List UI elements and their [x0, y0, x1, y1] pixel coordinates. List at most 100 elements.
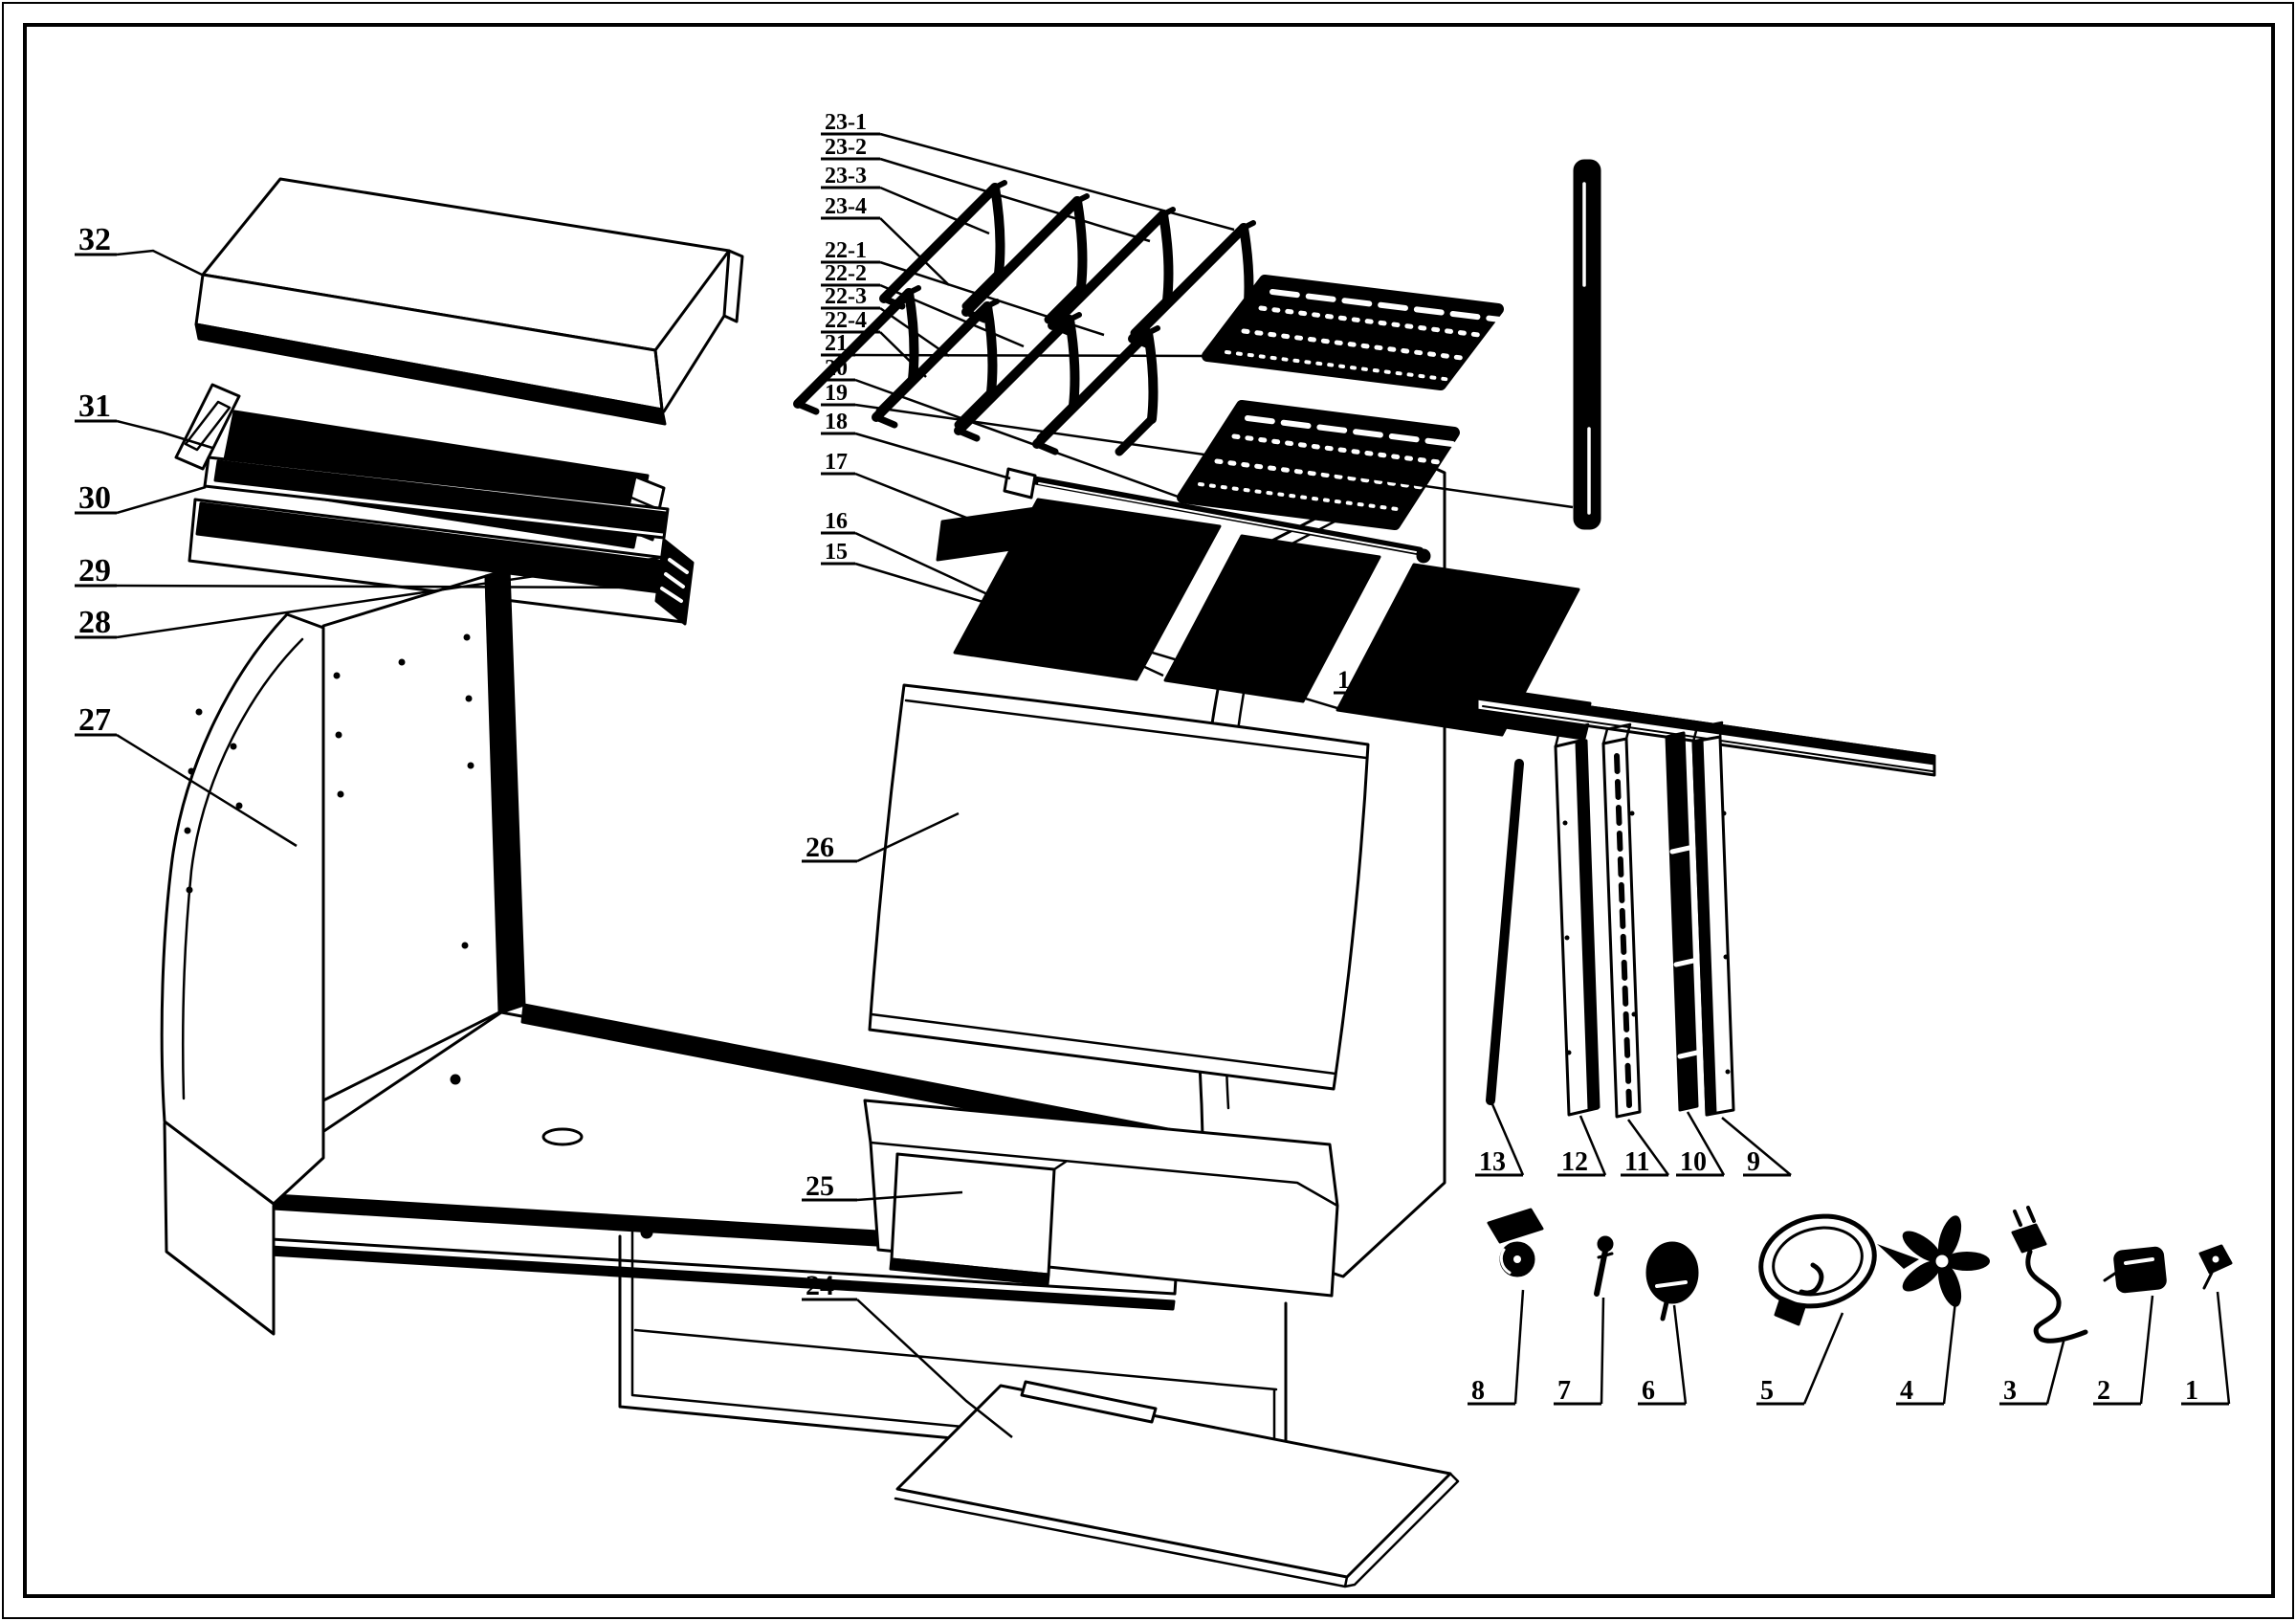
leader-line-21	[854, 353, 1204, 358]
part-label-31: 31	[78, 389, 111, 424]
part-7-screw	[1594, 1235, 1614, 1297]
part-14-top-rail	[1475, 689, 1936, 777]
callout-22-2: 22-2	[821, 261, 1025, 348]
callout-9: 9	[1721, 1117, 1792, 1177]
callout-23-1: 23-1	[821, 110, 1235, 232]
callout-23-3: 23-3	[821, 164, 990, 235]
leader-line-7	[1600, 1297, 1605, 1405]
part-label-7: 7	[1557, 1376, 1571, 1406]
callout-24: 24	[802, 1270, 1013, 1438]
callout-26: 26	[802, 811, 960, 863]
callout-1: 1	[2181, 1291, 2231, 1406]
leader-line-22-3	[879, 306, 950, 358]
part-label-23-3: 23-3	[825, 164, 867, 189]
leader-line-27	[116, 733, 298, 848]
part-label-32: 32	[78, 222, 111, 257]
callout-32: 32	[75, 222, 203, 277]
leader-line-29	[116, 584, 657, 589]
part-label-9: 9	[1747, 1147, 1760, 1177]
callout-22-1: 22-1	[821, 238, 1105, 337]
part-label-6: 6	[1642, 1376, 1655, 1406]
part-label-22-4: 22-4	[825, 308, 867, 333]
part-label-14: 14	[1337, 666, 1362, 694]
part-19-lamp-bar	[1573, 159, 1601, 530]
leader-line-9	[1721, 1117, 1792, 1176]
part-label-22-3: 22-3	[825, 284, 867, 309]
part-label-21: 21	[825, 331, 848, 356]
part-label-2: 2	[2097, 1376, 2110, 1406]
part-label-3: 3	[2003, 1376, 2017, 1406]
callout-6: 6	[1638, 1304, 1688, 1406]
callout-10: 10	[1676, 1111, 1726, 1177]
part-label-16: 16	[825, 509, 848, 534]
leader-line-22-1	[879, 260, 1105, 337]
part-label-19: 19	[825, 381, 848, 406]
part-label-22-2: 22-2	[825, 261, 867, 286]
part-4-fan-blade	[1877, 1215, 1990, 1307]
leader-line-23-4	[879, 217, 950, 286]
part-21-wire-shelf	[1202, 275, 1504, 390]
callout-2: 2	[2093, 1295, 2154, 1406]
leader-line-28	[116, 555, 667, 639]
callout-28: 28	[75, 555, 667, 640]
leader-line-30	[116, 485, 207, 515]
callout-21: 21	[821, 331, 1204, 358]
part-10-slotted-strip	[1665, 731, 1700, 1112]
part-3-power-cord	[2011, 1206, 2088, 1343]
callout-layer: 32313029282723-123-223-323-422-122-222-3…	[75, 110, 2231, 1438]
part-11-pilaster-strip	[1601, 722, 1642, 1119]
part-28-corner-bracket	[654, 538, 695, 626]
leader-line-10	[1686, 1111, 1726, 1176]
callout-30: 30	[75, 480, 207, 516]
callout-14: 14	[1334, 666, 1476, 700]
part-label-13: 13	[1479, 1147, 1506, 1177]
leader-line-3	[2045, 1337, 2066, 1405]
leader-line-24	[856, 1299, 1013, 1438]
callout-17: 17	[821, 450, 1004, 534]
part-26-front-glass	[868, 683, 1370, 1091]
leader-line-15	[854, 562, 1338, 710]
callout-8: 8	[1468, 1289, 1525, 1406]
callout-19: 19	[821, 381, 1574, 509]
callout-15: 15	[821, 540, 1338, 710]
leader-line-5	[1802, 1312, 1844, 1405]
callout-11: 11	[1621, 1119, 1670, 1177]
part-label-22-1: 22-1	[825, 238, 867, 263]
callout-22-4: 22-4	[821, 308, 927, 378]
leader-line-17	[854, 472, 1004, 534]
part-30-baffle-strip	[203, 455, 670, 540]
screw-holes	[184, 633, 475, 949]
part-label-30: 30	[78, 480, 111, 516]
canopy-front-strip	[194, 322, 667, 426]
leader-line-2	[2139, 1295, 2154, 1405]
leader-line-6	[1672, 1304, 1688, 1405]
part-label-23-1: 23-1	[825, 110, 867, 135]
drain-hole	[541, 1127, 584, 1146]
part-25-front-panel	[863, 1099, 1339, 1298]
callout-5: 5	[1756, 1312, 1844, 1406]
part-label-10: 10	[1680, 1147, 1707, 1177]
callout-20: 20	[821, 356, 1181, 500]
part-20-wire-shelf	[1177, 400, 1463, 530]
part-label-5: 5	[1760, 1376, 1774, 1406]
callout-3: 3	[1999, 1337, 2066, 1406]
part-label-23-2: 23-2	[825, 135, 867, 160]
leader-line-26	[856, 811, 960, 863]
leader-line-23-2	[879, 157, 1151, 243]
leader-line-22-2	[879, 283, 1025, 348]
leader-line-14	[1388, 691, 1476, 700]
part-label-18: 18	[825, 410, 848, 434]
part-label-26: 26	[806, 832, 834, 863]
part-9-pilaster-strip	[1691, 721, 1735, 1117]
part-12-pilaster-strip	[1554, 722, 1601, 1117]
part-8-caster	[1487, 1208, 1544, 1277]
leader-line-8	[1513, 1289, 1525, 1405]
leader-line-18	[854, 432, 1011, 480]
part-label-11: 11	[1624, 1147, 1649, 1177]
part-label-25: 25	[806, 1170, 834, 1202]
callout-4: 4	[1896, 1300, 1957, 1406]
part-label-28: 28	[78, 605, 111, 640]
leader-line-4	[1942, 1300, 1957, 1405]
